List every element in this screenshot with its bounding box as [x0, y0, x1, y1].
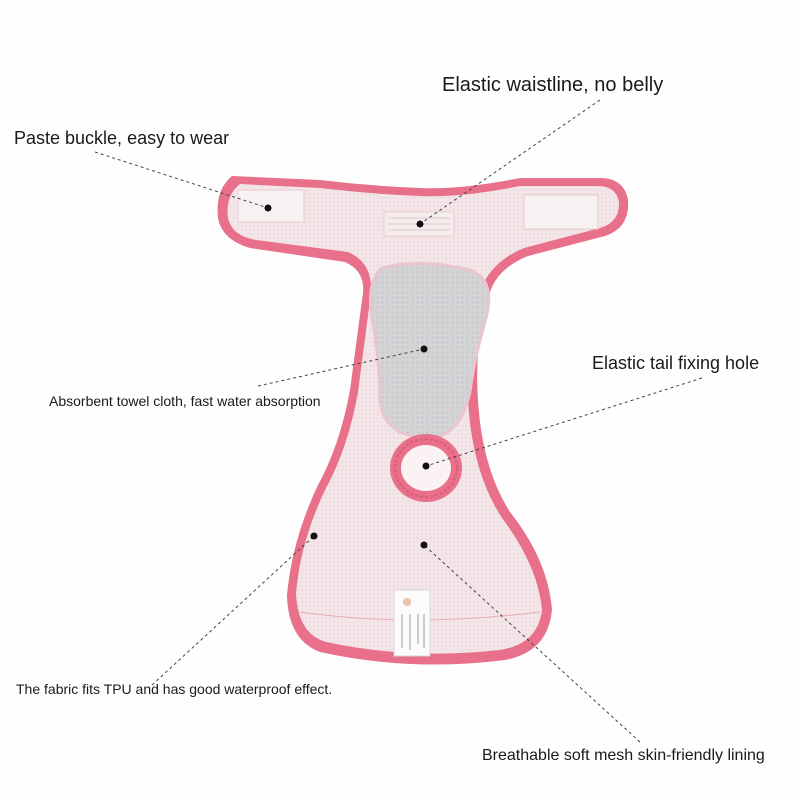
leader-tail-hole — [425, 377, 703, 467]
leader-tpu — [151, 535, 315, 686]
leader-towel — [257, 348, 425, 387]
leader-lines — [94, 99, 703, 743]
marker-tpu — [310, 532, 318, 540]
marker-waistline — [416, 220, 424, 228]
care-tag — [393, 589, 431, 657]
label-tail-hole: Elastic tail fixing hole — [592, 353, 760, 373]
right-velcro-tab — [523, 194, 599, 230]
marker-buckle — [264, 204, 272, 212]
marker-mesh — [420, 541, 428, 549]
leader-buckle — [94, 151, 269, 209]
marker-dots — [264, 204, 430, 549]
marker-tail-hole — [422, 462, 430, 470]
leader-waistline — [419, 99, 601, 225]
left-velcro-tab — [237, 189, 305, 223]
label-tpu-fabric: The fabric fits TPU and has good waterpr… — [16, 681, 333, 697]
label-towel-cloth: Absorbent towel cloth, fast water absorp… — [49, 393, 321, 409]
label-paste-buckle: Paste buckle, easy to wear — [14, 128, 230, 148]
leader-mesh — [423, 544, 641, 743]
label-elastic-waistline: Elastic waistline, no belly — [442, 74, 664, 96]
towel-pad — [368, 262, 491, 439]
label-mesh-lining: Breathable soft mesh skin-friendly linin… — [482, 747, 765, 764]
marker-towel — [420, 345, 428, 353]
